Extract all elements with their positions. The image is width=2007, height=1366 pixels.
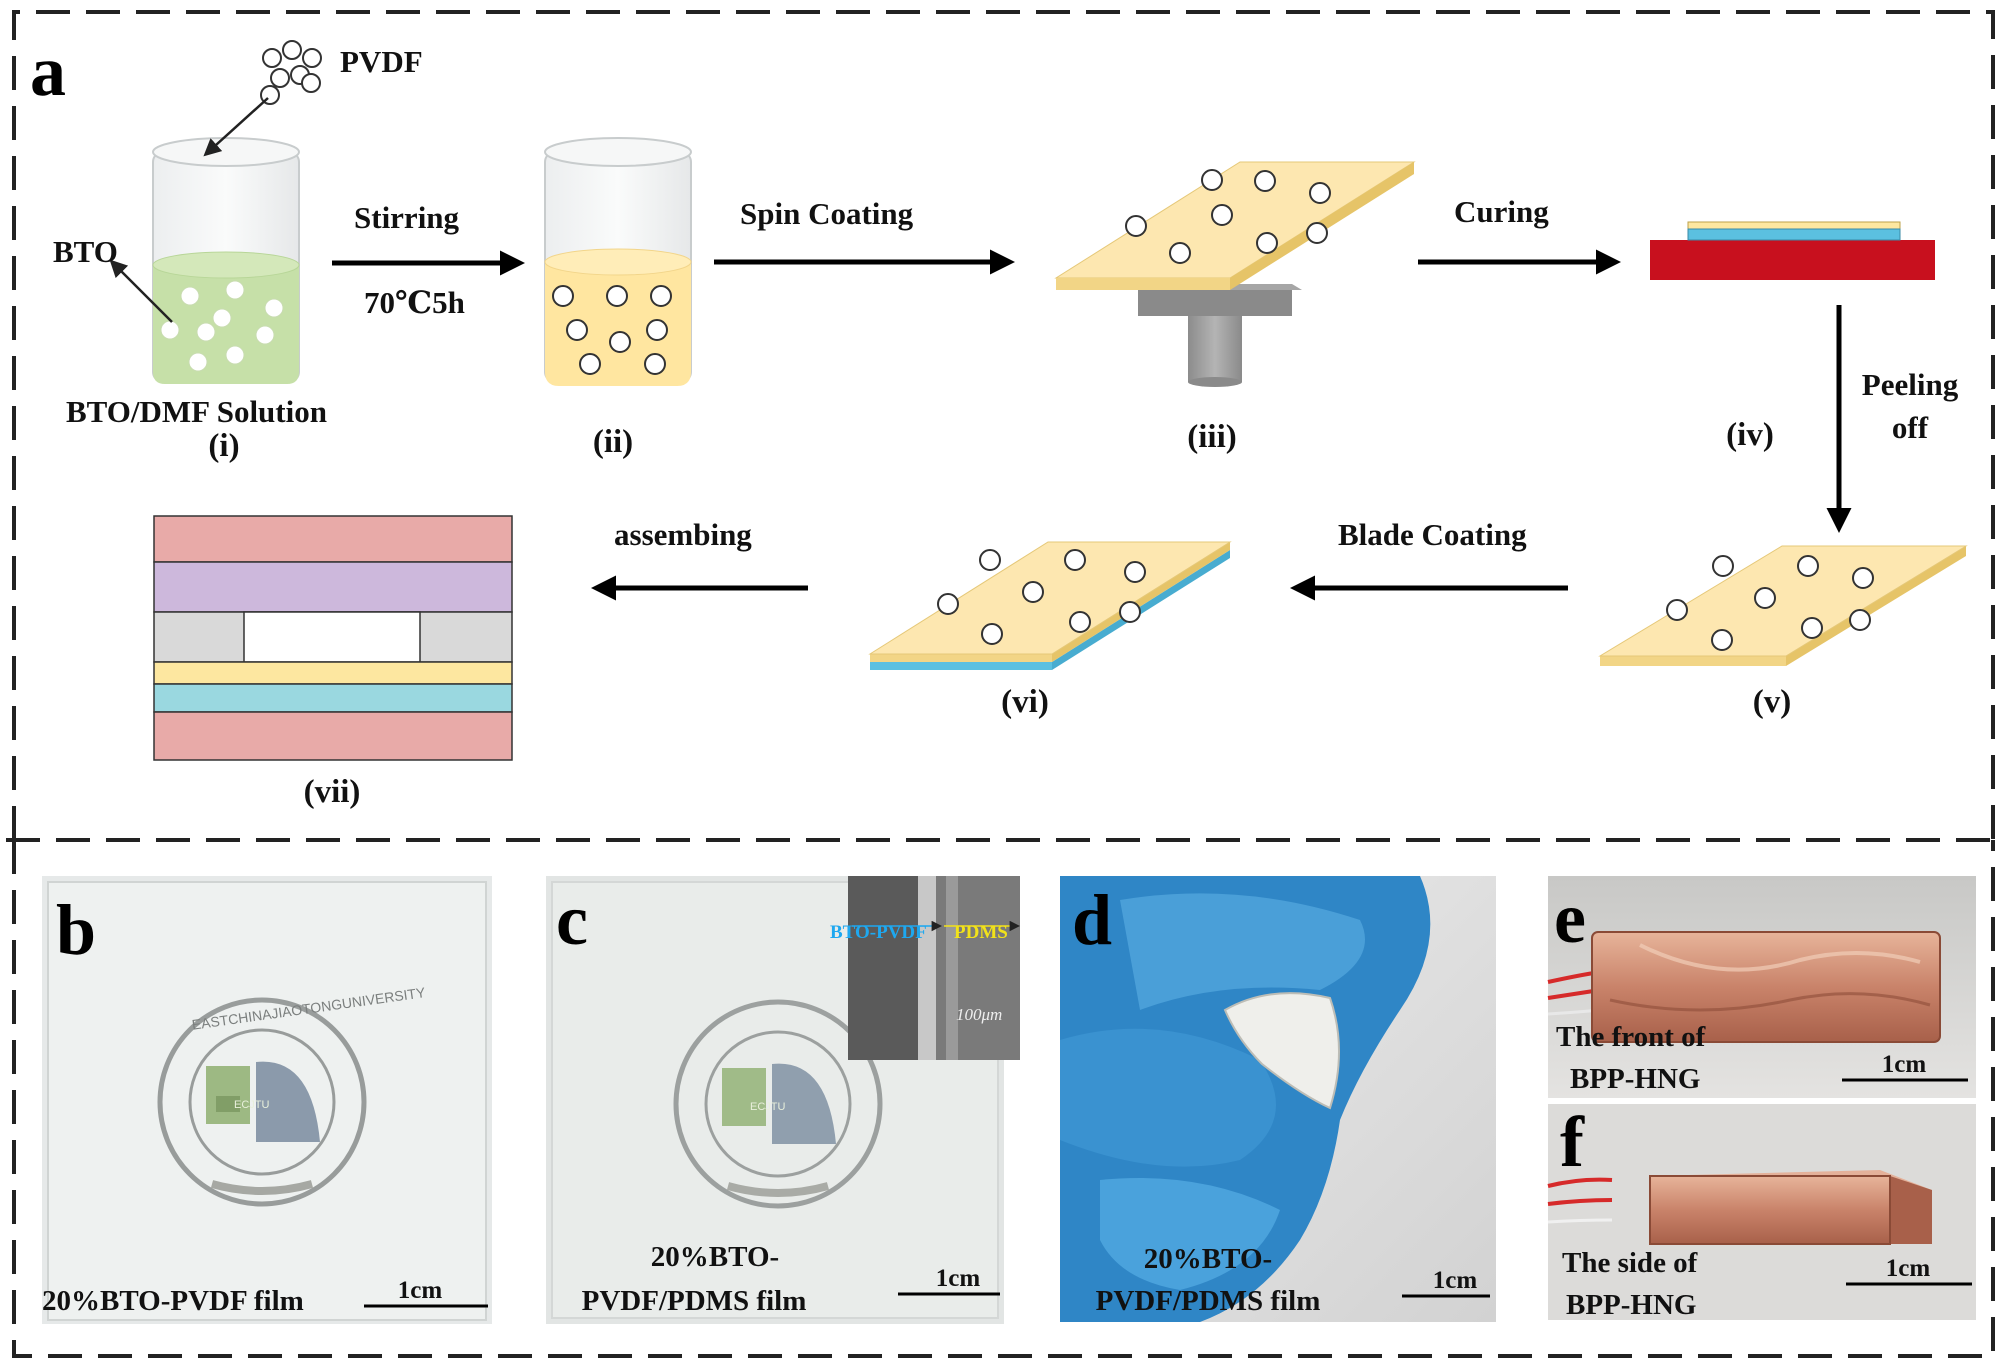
- inset-scale-label: 100μm: [956, 1005, 1002, 1024]
- panel-d-photo: [1060, 876, 1496, 1322]
- bto-label: BTO: [53, 234, 118, 269]
- panel-e-caption-2: BPP-HNG: [1570, 1063, 1701, 1095]
- step-v-label: (v): [1753, 684, 1791, 720]
- temp-label: 70℃5h: [364, 285, 465, 320]
- panel-d-caption-2: PVDF/PDMS film: [1096, 1285, 1321, 1317]
- peeling-label-1: Peeling: [1862, 367, 1959, 402]
- beaker-ii: [544, 137, 692, 386]
- pvdf-arrow: [203, 97, 269, 157]
- bto-particles: [160, 280, 284, 372]
- sem-inset: [848, 876, 1021, 1060]
- step-ii-label: (ii): [593, 424, 633, 460]
- pvdf-particles: [260, 40, 322, 105]
- panel-b-scale-label: 1cm: [398, 1277, 443, 1304]
- panel-b-letter: b: [56, 890, 96, 970]
- bto-dmf-label: BTO/DMF Solution: [66, 394, 327, 429]
- panel-d-scale-label: 1cm: [1433, 1267, 1478, 1294]
- frame-borders: [6, 10, 1995, 1358]
- panel-b-caption: 20%BTO-PVDF film: [42, 1285, 304, 1317]
- panel-f-photo: [1547, 1104, 1976, 1320]
- panel-e-letter: e: [1554, 878, 1586, 958]
- panel-e-caption-1: The front of: [1556, 1021, 1706, 1053]
- panel-f-scale-label: 1cm: [1886, 1255, 1931, 1282]
- panel-e-photo: [1547, 876, 1976, 1098]
- peeling-label-2: off: [1892, 410, 1929, 445]
- panel-a-letter: a: [30, 31, 66, 111]
- step-iii-label: (iii): [1187, 419, 1236, 455]
- bto-arrow: [109, 259, 173, 323]
- panel-c-scale-label: 1cm: [936, 1265, 981, 1292]
- cured-film-iv: [1650, 221, 1935, 280]
- pvdf-label: PVDF: [340, 44, 423, 79]
- step-i-label: (i): [208, 428, 239, 464]
- blade-coating-label: Blade Coating: [1338, 517, 1527, 552]
- spin-coater-iii: [1054, 161, 1416, 387]
- panel-f-caption-2: BPP-HNG: [1566, 1289, 1697, 1321]
- panel-c-caption-2: PVDF/PDMS film: [582, 1285, 807, 1317]
- panel-d-caption-1: 20%BTO-: [1144, 1243, 1272, 1275]
- beaker-i: [152, 137, 300, 384]
- curing-label: Curing: [1454, 194, 1549, 229]
- logo-badge-c: ECJTU: [750, 1101, 786, 1113]
- step-iv-label: (iv): [1726, 417, 1774, 453]
- panel-c-caption-1: 20%BTO-: [651, 1241, 779, 1273]
- device-stack-vii: [153, 515, 513, 761]
- inset-label-left: BTO-PVDF: [830, 922, 927, 943]
- panel-e-scale-label: 1cm: [1882, 1051, 1927, 1078]
- assembing-label: assembing: [614, 517, 752, 552]
- step-vi-label: (vi): [1001, 684, 1049, 720]
- bilayer-film-vi: [868, 541, 1232, 670]
- spin-coating-label: Spin Coating: [740, 196, 914, 231]
- panel-f-letter: f: [1560, 1102, 1585, 1182]
- stirring-label: Stirring: [354, 200, 460, 235]
- panel-c-letter: c: [556, 880, 588, 960]
- logo-badge-b: ECJTU: [234, 1099, 270, 1111]
- panel-c-photo: ECJTU: [546, 876, 1004, 1324]
- step-vii-label: (vii): [304, 774, 361, 810]
- inset-label-right: PDMS: [954, 922, 1008, 943]
- panel-d-letter: d: [1072, 880, 1112, 960]
- panel-f-caption-1: The side of: [1562, 1247, 1698, 1279]
- peeled-film-v: [1598, 545, 1968, 666]
- panel-b-photo: ECJTU EASTCHINAJIAOTONGUNIVERSITY: [42, 876, 492, 1324]
